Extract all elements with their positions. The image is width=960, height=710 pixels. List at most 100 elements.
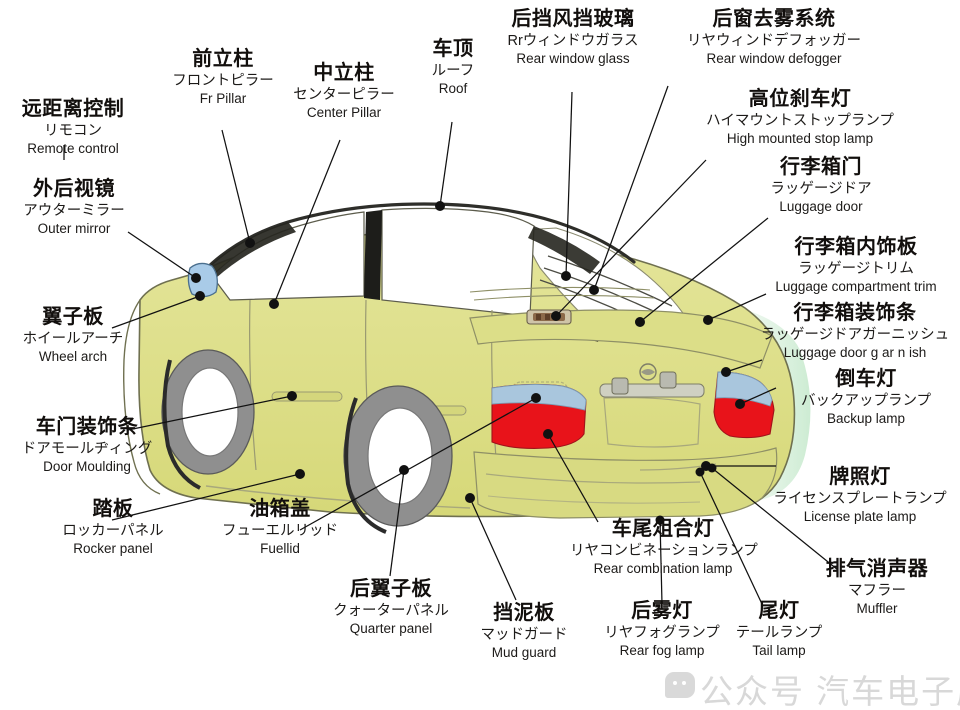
callout-center-pillar: 中立柱 センターピラー Center Pillar [282,62,406,121]
label-en-roof: Roof [438,80,468,96]
label-en-remote-control: Remote control [27,140,119,156]
label-en-quarter-panel: Quarter panel [349,620,433,636]
label-en-outer-mirror: Outer mirror [37,220,111,236]
callout-rear-fog-lamp: 后雾灯 リヤフォグランプ Rear fog lamp [596,600,728,659]
label-cn-rear-fog-lamp: 后雾灯 [631,600,693,622]
label-en-high-mounted-stop-lamp: High mounted stop lamp [726,130,874,146]
callout-luggage-trim: 行李箱内饰板 ラッゲージトリム Luggage compartment trim [758,236,954,295]
label-jp-license-plate-lamp: ライセンスプレートランプ [773,490,947,507]
label-en-muffler: Muffler [856,600,898,616]
label-jp-tail-lamp: テールランプ [735,624,823,641]
callout-front-pillar: 前立柱 フロントピラー Fr Pillar [158,48,288,107]
label-en-luggage-trim: Luggage compartment trim [775,278,937,294]
label-jp-outer-mirror: アウターミラー [23,202,125,219]
license-plate-area [599,363,705,448]
label-jp-center-pillar: センターピラー [293,86,395,103]
label-cn-luggage-door: 行李箱门 [780,156,862,178]
callout-door-moulding: 车门装饰条 ドアモールヂィング Door Moulding [8,416,166,475]
label-jp-wheel-arch: ホイールアーチ [22,330,124,347]
label-en-rear-combination-lamp: Rear combination lamp [593,560,733,576]
callout-license-plate-lamp: 牌照灯 ライセンスプレートランプ License plate lamp [770,466,950,525]
label-cn-outer-mirror: 外后视镜 [33,178,115,200]
callout-remote-control: 远距离控制 リモコン Remote control [8,98,138,157]
outer-mirror-shape [187,262,218,298]
callout-rear-combination-lamp: 车尾俎合灯 リヤコンビネーションランプ Rear combination lam… [570,518,758,577]
callout-rocker-panel: 踏板 ロッカーパネル Rocker panel [42,498,184,557]
label-cn-center-pillar: 中立柱 [313,62,375,84]
label-jp-quarter-panel: クォーターパネル [333,602,449,619]
front-wheel [161,349,255,490]
callout-wheel-arch: 翼子板 ホイールアーチ Wheel arch [8,306,138,365]
label-jp-remote-control: リモコン [44,122,102,139]
label-en-luggage-door-garnish: Luggage door g ar n ish [783,344,927,360]
callout-roof: 车顶 ルーフ Roof [414,38,492,97]
label-cn-high-mounted-stop-lamp: 高位刹车灯 [748,88,852,110]
label-en-mud-guard: Mud guard [491,644,557,660]
label-en-door-moulding: Door Moulding [43,458,131,474]
watermark-text: 公众号 汽车电子库 [700,673,960,710]
label-cn-door-moulding: 车门装饰条 [35,416,139,438]
callout-rear-window-defogger: 后窗去雾系统 リヤウィンドデフォッガー Rear window defogger [676,8,872,67]
label-cn-rear-combination-lamp: 车尾俎合灯 [611,518,715,540]
label-cn-muffler: 排气消声器 [825,558,929,580]
label-cn-rear-window-glass: 后挡风挡玻璃 [511,8,635,30]
label-cn-rear-window-defogger: 后窗去雾系统 [712,8,836,30]
label-jp-mud-guard: マッドガード [480,626,568,643]
callout-quarter-panel: 后翼子板 クォーターパネル Quarter panel [322,578,460,637]
label-jp-backup-lamp: バックアップランプ [800,392,932,409]
label-cn-roof: 车顶 [432,38,474,60]
wechat-icon [665,672,695,698]
callout-backup-lamp: 倒车灯 バックアップランプ Backup lamp [790,368,942,427]
label-en-rear-window-glass: Rear window glass [516,50,630,66]
callout-high-mounted-stop-lamp: 高位刹车灯 ハイマウントストップランプ High mounted stop la… [700,88,900,147]
callout-outer-mirror: 外后视镜 アウターミラー Outer mirror [8,178,140,237]
callout-luggage-door: 行李箱门 ラッゲージドア Luggage door [748,156,894,215]
label-en-front-pillar: Fr Pillar [199,90,247,106]
label-cn-front-pillar: 前立柱 [192,48,254,70]
label-en-center-pillar: Center Pillar [306,104,382,120]
label-jp-front-pillar: フロントピラー [172,72,274,89]
callout-fuel-lid: 油箱盖 フューエルリッド Fuellid [212,498,348,557]
callout-mud-guard: 挡泥板 マッドガード Mud guard [462,602,586,661]
leader-lines [63,85,839,605]
label-cn-fuel-lid: 油箱盖 [249,498,311,520]
label-en-rear-window-defogger: Rear window defogger [706,50,842,66]
callout-muffler: 排气消声器 マフラー Muffler [812,558,942,617]
label-en-rear-fog-lamp: Rear fog lamp [619,642,705,658]
label-jp-luggage-trim: ラッゲージトリム [798,260,914,277]
callout-luggage-door-garnish: 行李箱装饰条 ラッゲージドアガーニッシュ Luggage door g ar n… [750,302,960,361]
label-cn-quarter-panel: 后翼子板 [350,578,432,600]
car-body [123,202,796,519]
label-jp-door-moulding: ドアモールヂィング [21,440,153,457]
label-cn-mud-guard: 挡泥板 [493,602,555,624]
label-cn-remote-control: 远距离控制 [21,98,125,120]
label-en-rocker-panel: Rocker panel [73,540,153,556]
label-jp-rocker-panel: ロッカーパネル [62,522,164,539]
callout-tail-lamp: 尾灯 テールランプ Tail lamp [718,600,840,659]
label-jp-muffler: マフラー [848,582,906,599]
label-en-fuel-lid: Fuellid [260,540,300,556]
label-jp-luggage-door: ラッゲージドア [770,180,872,197]
label-jp-rear-window-defogger: リヤウィンドデフォッガー [687,32,861,49]
label-jp-roof: ルーフ [431,62,475,79]
label-jp-luggage-door-garnish: ラッゲージドアガーニッシュ [760,326,950,343]
high-mounted-stop-lamp-shape [526,309,572,325]
label-jp-rear-combination-lamp: リヤコンビネーションランプ [570,542,758,559]
label-cn-luggage-door-garnish: 行李箱装饰条 [793,302,917,324]
label-en-wheel-arch: Wheel arch [38,348,108,364]
rear-glow [698,300,811,500]
label-cn-tail-lamp: 尾灯 [758,600,800,622]
label-cn-license-plate-lamp: 牌照灯 [829,466,891,488]
label-en-license-plate-lamp: License plate lamp [803,508,917,524]
label-jp-rear-fog-lamp: リヤフォグランプ [604,624,720,641]
label-en-backup-lamp: Backup lamp [826,410,906,426]
label-jp-fuel-lid: フューエルリッド [222,522,338,539]
label-cn-wheel-arch: 翼子板 [42,306,104,328]
label-cn-luggage-trim: 行李箱内饰板 [794,236,918,258]
callout-rear-window-glass: 后挡风挡玻璃 Rrウィンドウガラス Rear window glass [490,8,656,67]
label-en-luggage-door: Luggage door [779,198,863,214]
label-jp-high-mounted-stop-lamp: ハイマウントストップランプ [706,112,894,129]
leader-dots [191,201,745,525]
